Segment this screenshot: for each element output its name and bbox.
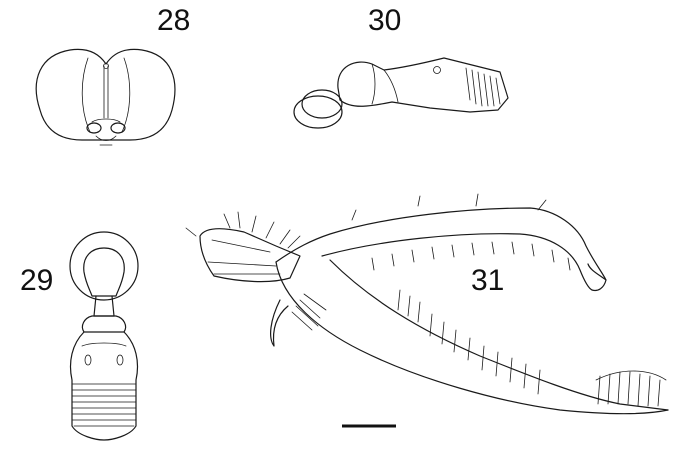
figure-number-30: 30 [368, 4, 402, 37]
fig30-segment-lateral-drawing [293, 57, 509, 129]
figure-number-28: 28 [157, 4, 191, 37]
fig28-head-frontal-drawing [35, 48, 176, 146]
fig29-dorsal-view-drawing [69, 231, 139, 441]
fig31-appendage-drawing [185, 193, 669, 415]
figure-number-31: 31 [471, 264, 505, 297]
figure-number-29: 29 [20, 264, 54, 297]
